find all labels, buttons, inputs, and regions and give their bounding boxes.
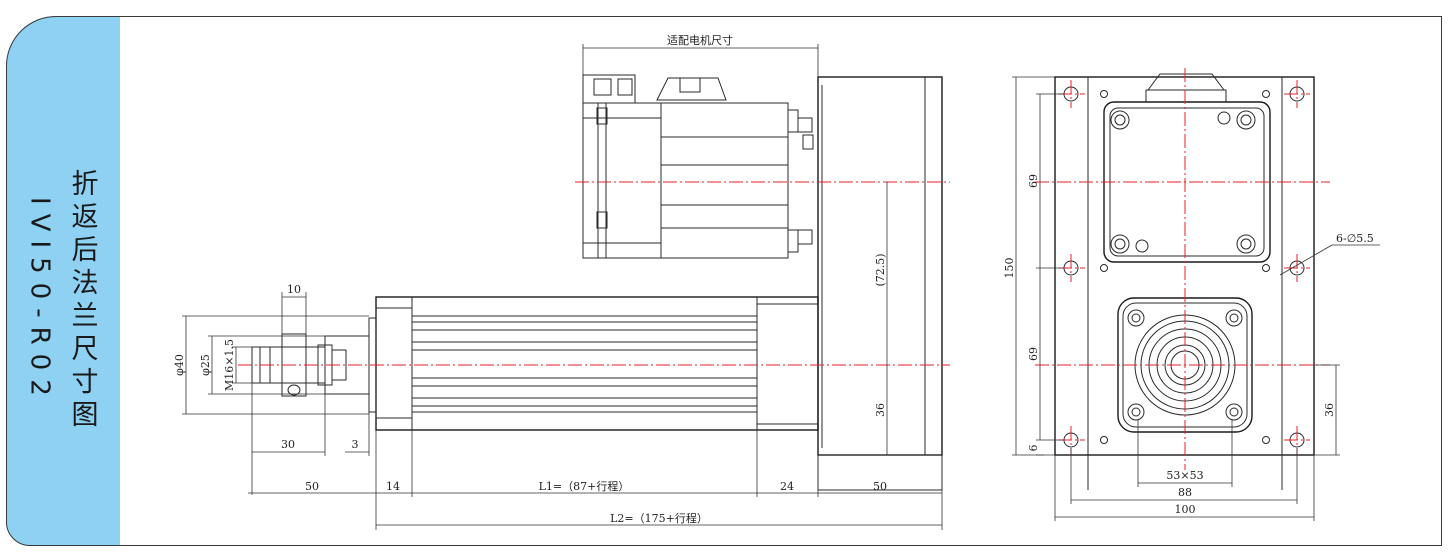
motor-size-label: 适配电机尺寸 (667, 33, 733, 47)
dim-m16: M16×1.5 (223, 339, 236, 391)
title-sidebar (6, 16, 120, 546)
dim-6: 6 (1027, 445, 1040, 452)
dim-phi40: φ40 (173, 354, 186, 376)
actuator-body (375, 296, 819, 431)
front-view: 150 69 69 6 6-∅5.5 53×53 88 (1003, 68, 1380, 521)
dim-30: 30 (281, 438, 295, 451)
dim-36-front: 36 (1323, 403, 1336, 417)
dim-3: 3 (352, 438, 359, 451)
dim-14: 14 (386, 480, 400, 493)
return-housing (817, 76, 943, 491)
title-block: 折返后法兰尺寸图 IVI50-R02 (6, 16, 120, 546)
dim-l2: L2=（175+行程） (610, 512, 708, 525)
dim-88: 88 (1178, 486, 1192, 499)
dim-69-top: 69 (1027, 174, 1040, 188)
motor-outline (582, 74, 814, 259)
drawing-title: 折返后法兰尺寸图 (66, 169, 98, 433)
dim-36-side: 36 (874, 403, 887, 417)
dim-72-5: (72.5) (874, 253, 887, 286)
dim-l1: L1=（87+行程） (539, 480, 630, 493)
dim-phi25: φ25 (199, 354, 212, 376)
side-view: 适配电机尺寸 10 30 3 50 14 L (173, 33, 950, 530)
dim-24: 24 (780, 480, 794, 493)
dim-69-bottom: 69 (1027, 347, 1040, 361)
front-dimensions: 150 69 69 6 6-∅5.5 53×53 88 (1003, 76, 1380, 521)
dim-50-left: 50 (305, 480, 319, 493)
dim-100: 100 (1175, 503, 1196, 516)
dim-150: 150 (1003, 258, 1016, 279)
model-number: IVI50-R02 (24, 197, 55, 405)
motor-flange-face (1103, 73, 1271, 263)
dim-10: 10 (287, 283, 301, 296)
side-dimensions: 适配电机尺寸 10 30 3 50 14 L (173, 33, 943, 530)
dim-50-right: 50 (873, 480, 887, 493)
dim-53x53: 53×53 (1166, 469, 1203, 482)
hole-callout: 6-∅5.5 (1336, 232, 1374, 245)
